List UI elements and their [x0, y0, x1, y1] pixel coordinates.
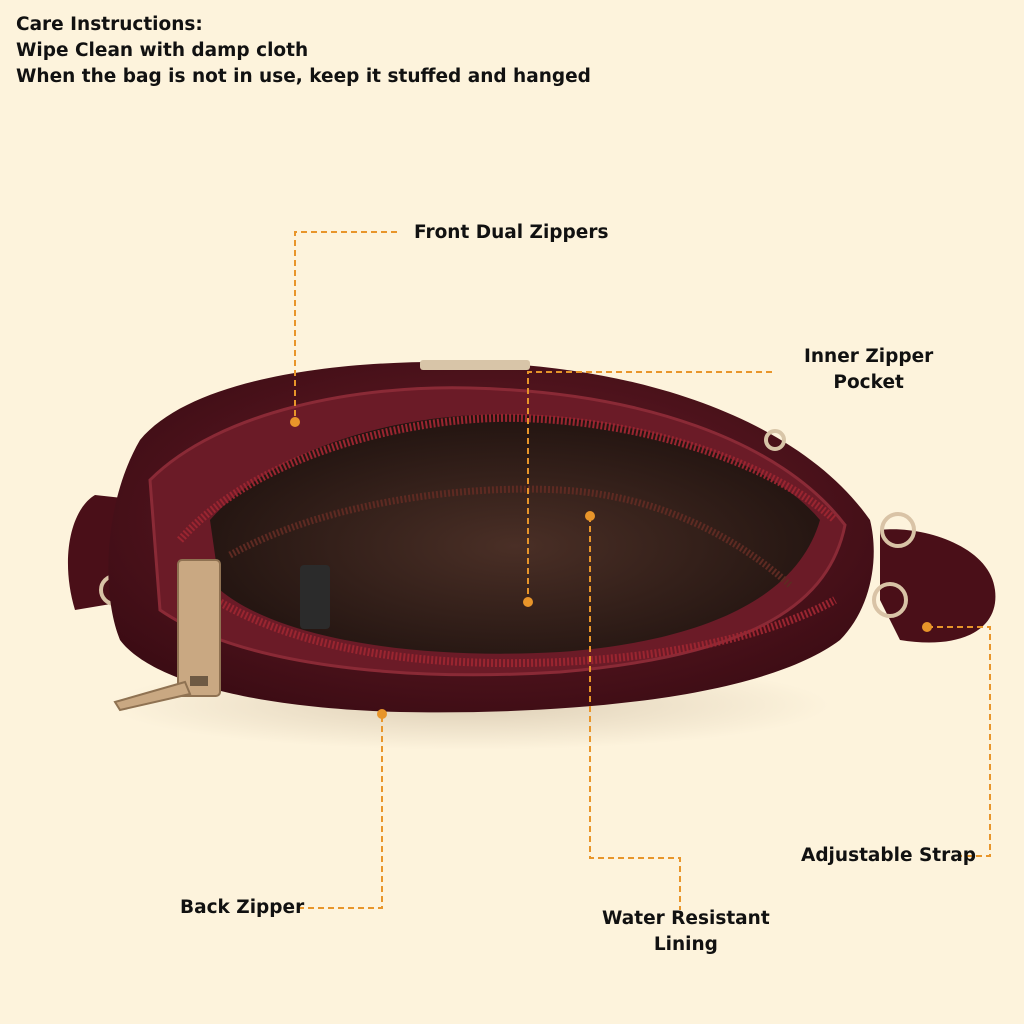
zipper-track-outer: [177, 413, 838, 543]
bag-lining: [210, 414, 820, 654]
label-inner-zipper-pocket-line-2: Pocket: [833, 372, 904, 393]
label-adjustable-strap-text: Adjustable Strap: [801, 845, 977, 866]
label-water-resistant-lining-line-1: Water Resistant: [602, 908, 770, 929]
leader-water-resistant-lining: [589, 516, 681, 910]
zipper-track-front: [197, 586, 837, 668]
strap-right: [872, 512, 996, 643]
dot-back-zipper: [377, 709, 387, 719]
label-front-dual-zippers: Front Dual Zippers: [414, 220, 608, 246]
care-line-1: Wipe Clean with damp cloth: [16, 40, 309, 61]
dot-water-resistant-lining: [585, 511, 595, 521]
leader-back-zipper: [300, 716, 383, 909]
label-back-zipper-text: Back Zipper: [180, 897, 305, 918]
label-adjustable-strap: Adjustable Strap: [801, 843, 976, 869]
label-water-resistant-lining-line-2: Lining: [653, 934, 718, 955]
dot-inner-zipper-pocket: [523, 597, 533, 607]
label-inner-zipper-pocket: Inner Zipper Pocket: [804, 344, 933, 396]
care-line-2: When the bag is not in use, keep it stuf…: [16, 66, 591, 87]
care-instructions: Care Instructions: Wipe Clean with damp …: [16, 12, 591, 90]
leader-lines: [294, 231, 991, 910]
side-ring: [764, 429, 786, 451]
top-metal-bar: [420, 360, 530, 370]
care-title: Care Instructions:: [16, 14, 203, 35]
zipper-pull-inner: [300, 565, 330, 629]
label-water-resistant-lining: Water Resistant Lining: [602, 906, 770, 958]
label-front-dual-zippers-text: Front Dual Zippers: [414, 222, 609, 243]
dot-front-dual-zippers: [290, 417, 300, 427]
leader-adjustable-strap: [927, 626, 991, 857]
zipper-pull-front: [113, 559, 221, 712]
leader-dots: [290, 417, 932, 719]
leader-inner-zipper-pocket: [527, 371, 772, 602]
label-back-zipper: Back Zipper: [180, 895, 304, 921]
label-inner-zipper-pocket-line-1: Inner Zipper: [804, 346, 934, 367]
leader-front-dual-zippers: [294, 231, 397, 420]
dot-adjustable-strap: [922, 622, 932, 632]
zipper-track-inner: [228, 485, 793, 588]
